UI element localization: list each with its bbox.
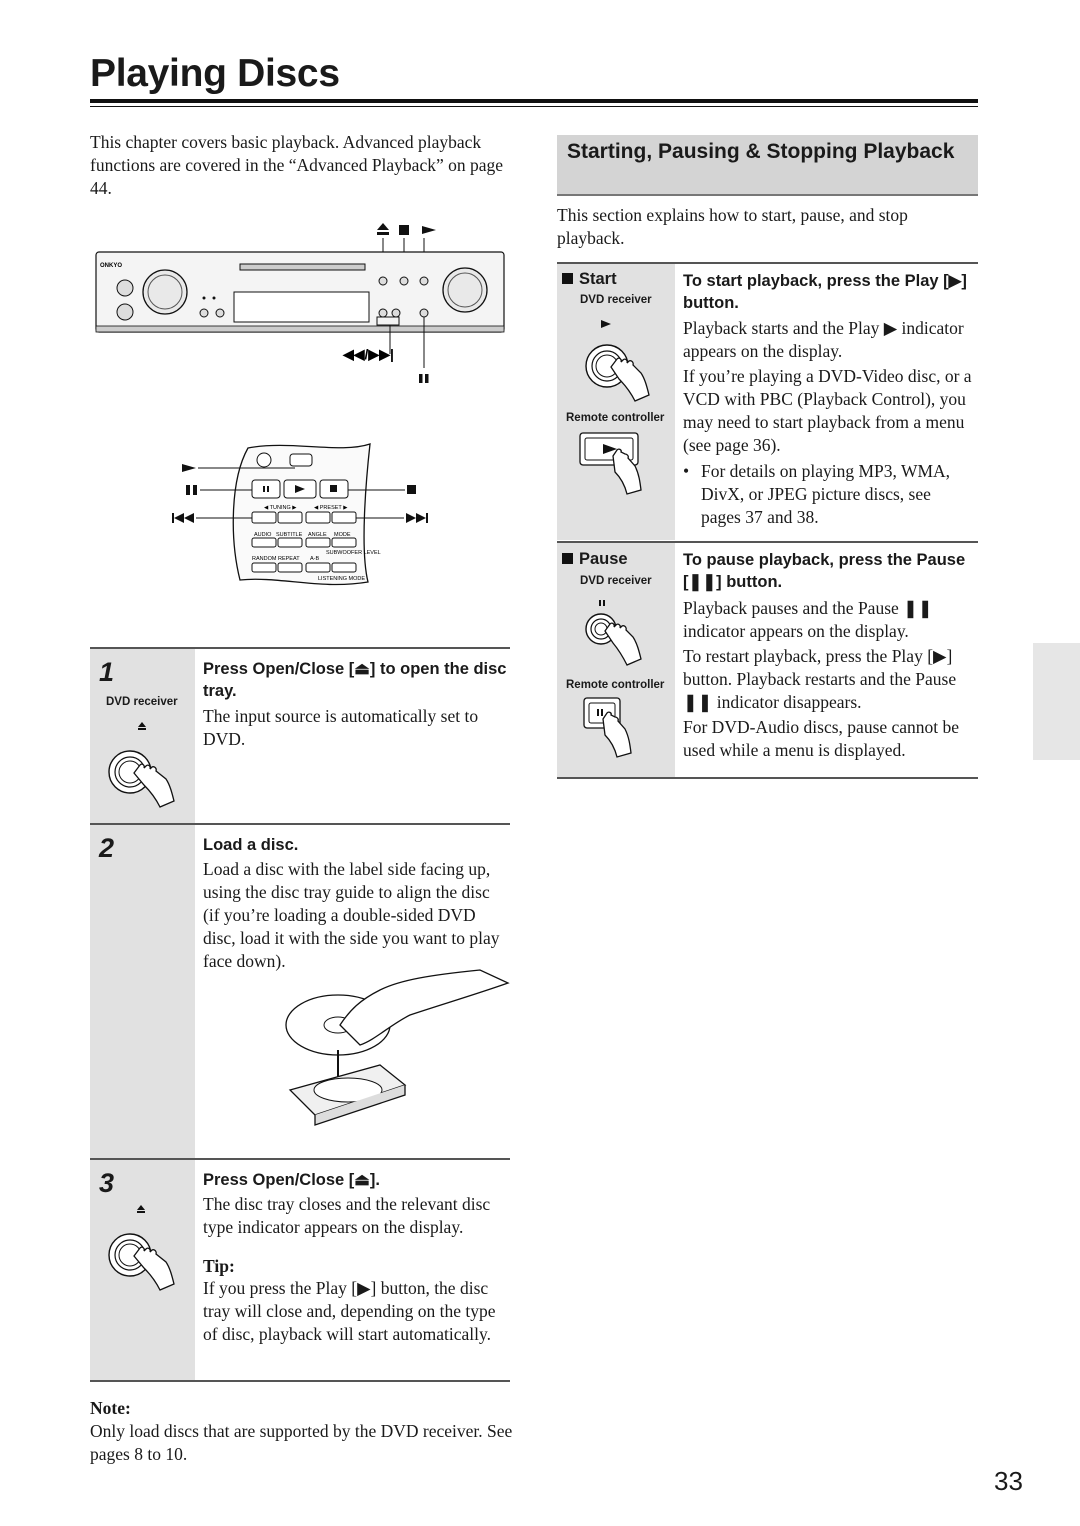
press-button-icon xyxy=(108,1205,175,1291)
start-p1: Playback starts and the Play ▶ indicator… xyxy=(683,318,964,361)
svg-text:MODE: MODE xyxy=(334,532,351,538)
section-title-box: Starting, Pausing & Stopping Playback xyxy=(557,135,978,196)
pause-press-icon xyxy=(585,600,642,666)
start-heading: To start playback, press the Play [▶] bu… xyxy=(683,272,967,312)
step-2: 2 Load a disc. Load a disc with the labe… xyxy=(90,823,510,1160)
start-bullet: For details on playing MP3, WMA, DivX, o… xyxy=(701,461,951,527)
svg-text:REPEAT: REPEAT xyxy=(278,556,300,562)
press-button-icon xyxy=(108,722,175,808)
play-icon xyxy=(422,226,436,234)
pause-p3: For DVD-Audio discs, pause cannot be use… xyxy=(683,717,960,760)
step-2-text: Load a disc with the label side facing u… xyxy=(203,859,500,971)
remote-controller-label: Remote controller xyxy=(566,679,665,691)
step-3: 3 Press Open/Close [⏏]. The disc tray cl… xyxy=(90,1158,510,1382)
step-1: 1 DVD receiver Press Open/Close [⏏] to o… xyxy=(90,647,510,825)
step-number: 2 xyxy=(99,833,115,863)
svg-text:ANGLE: ANGLE xyxy=(308,532,327,538)
svg-text:◀ TUNING ▶: ◀ TUNING ▶ xyxy=(264,505,297,511)
stop-icon xyxy=(407,485,416,494)
play-icon xyxy=(182,464,196,472)
pause-section: Pause DVD receiver Remote controller To … xyxy=(557,541,978,779)
side-tab xyxy=(1033,643,1080,760)
note-label: Note: xyxy=(90,1398,131,1418)
section-title: Starting, Pausing & Stopping Playback xyxy=(567,140,955,163)
bullet-icon: • xyxy=(683,461,690,481)
eject-icon xyxy=(377,223,389,235)
pause-heading: To pause playback, press the Pause [❚❚] … xyxy=(683,551,966,591)
skip-back-icon xyxy=(172,513,194,523)
svg-text:RANDOM: RANDOM xyxy=(252,556,277,562)
play-press-icon xyxy=(585,320,650,402)
pause-p1: Playback pauses and the Pause ❚❚ indicat… xyxy=(683,598,933,641)
start-label: Start xyxy=(579,270,617,288)
skip-forward-icon xyxy=(406,513,428,523)
step-number: 3 xyxy=(99,1168,115,1198)
skip-label: ◀◀/▶▶| xyxy=(342,346,394,362)
svg-text:SUBWOOFER LEVEL: SUBWOOFER LEVEL xyxy=(326,550,381,556)
dvd-receiver-label: DVD receiver xyxy=(580,294,652,306)
dvd-receiver-label: DVD receiver xyxy=(106,696,178,708)
svg-text:SUBTITLE: SUBTITLE xyxy=(276,532,303,538)
step-number: 1 xyxy=(99,657,115,687)
pause-icon xyxy=(419,374,429,383)
page-number: 33 xyxy=(994,1466,1023,1496)
front-panel-illustration: ONKYO ◀◀/▶▶| xyxy=(95,223,505,383)
remote-pause-icon xyxy=(583,697,632,758)
remote-illustration: ◀ TUNING ▶ ◀ PRESET ▶ AUDIO SUBTITLE ANG… xyxy=(172,443,428,586)
svg-text:A-B: A-B xyxy=(310,556,320,562)
pause-label: Pause xyxy=(579,550,628,568)
step-1-heading: Press Open/Close [⏏] to open the disc tr… xyxy=(203,660,507,700)
tip-text: If you press the Play [▶] button, the di… xyxy=(203,1278,496,1344)
step-1-text: The input source is automatically set to… xyxy=(203,706,479,749)
note-text: Only load discs that are supported by th… xyxy=(90,1421,513,1464)
title-rule xyxy=(90,99,978,103)
start-p2: If you’re playing a DVD-Video disc, or a… xyxy=(683,366,972,455)
svg-text:AUDIO: AUDIO xyxy=(254,532,272,538)
disc-loading-illustration xyxy=(285,969,510,1126)
svg-text:◀ PRESET ▶: ◀ PRESET ▶ xyxy=(314,505,348,511)
tip-label: Tip: xyxy=(203,1256,235,1276)
pause-icon xyxy=(186,485,197,495)
square-bullet-icon xyxy=(562,553,573,564)
brand-logo: ONKYO xyxy=(100,263,122,269)
start-section: Start DVD receiver Remote controller To … xyxy=(557,262,978,540)
svg-text:LISTENING MODE: LISTENING MODE xyxy=(318,576,365,582)
dvd-receiver-label: DVD receiver xyxy=(580,575,652,587)
pause-p2: To restart playback, press the Play [▶] … xyxy=(683,646,957,712)
start-bullet-row: • For details on playing MP3, WMA, DivX,… xyxy=(683,460,975,529)
step-3-heading: Press Open/Close [⏏]. xyxy=(203,1171,380,1189)
section-intro: This section explains how to start, paus… xyxy=(557,205,908,248)
start-label-row: Start xyxy=(562,270,617,289)
remote-controller-label: Remote controller xyxy=(566,412,665,424)
page-title: Playing Discs xyxy=(90,52,340,95)
step-3-text: The disc tray closes and the relevant di… xyxy=(203,1194,491,1237)
stop-icon xyxy=(399,225,409,235)
intro-text: This chapter covers basic playback. Adva… xyxy=(90,132,504,198)
step-2-heading: Load a disc. xyxy=(203,836,299,854)
pause-label-row: Pause xyxy=(562,550,628,569)
title-rule-thin xyxy=(90,106,978,107)
remote-play-icon xyxy=(579,432,642,495)
square-bullet-icon xyxy=(562,273,573,284)
